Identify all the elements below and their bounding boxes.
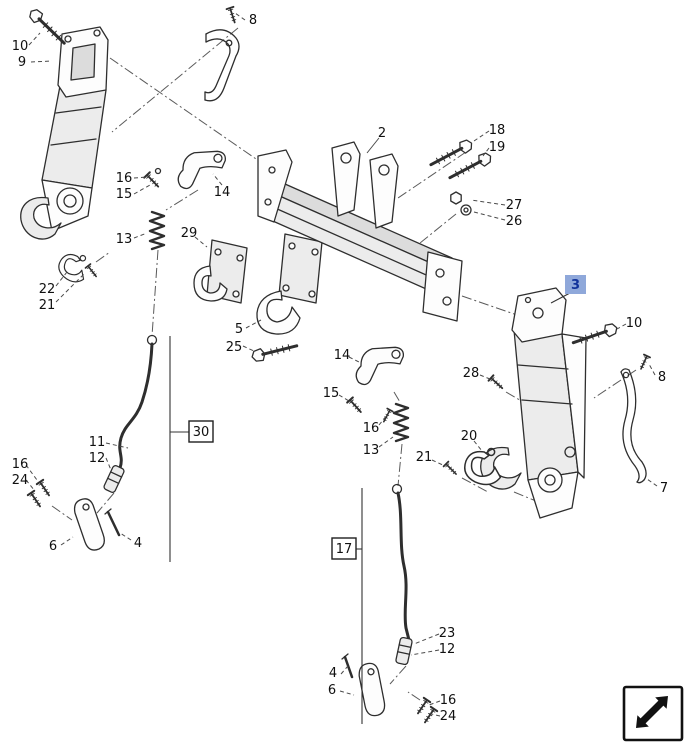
part-22-hook — [54, 248, 92, 286]
callout-30-group[interactable]: 30 — [188, 420, 214, 443]
part-4-pin-center — [341, 653, 354, 679]
corner-nav-button[interactable] — [622, 685, 684, 742]
callout-15-center[interactable]: 15 — [323, 386, 340, 401]
callout-21-left[interactable]: 21 — [39, 298, 56, 313]
callout-13-center[interactable]: 13 — [363, 443, 380, 458]
callout-26[interactable]: 26 — [506, 214, 523, 229]
callout-8-top[interactable]: 8 — [249, 13, 257, 28]
callout-21-right[interactable]: 21 — [416, 450, 433, 465]
group-17-bracket-line — [356, 488, 363, 724]
callout-24-bottom-left[interactable]: 24 — [12, 473, 29, 488]
callouts: 10 9 8 16 15 14 13 29 22 21 2 18 19 27 2… — [12, 13, 668, 724]
callout-6-left[interactable]: 6 — [49, 539, 57, 554]
part-21-screw-left — [84, 263, 100, 280]
part-8-bolt-top — [225, 5, 240, 25]
callout-16-bottom-center[interactable]: 16 — [440, 693, 457, 708]
callout-19[interactable]: 19 — [489, 140, 506, 155]
callout-8-right[interactable]: 8 — [658, 370, 666, 385]
callout-14-center[interactable]: 14 — [334, 348, 351, 363]
part-16-24-screws-left — [26, 478, 54, 510]
leader-lines — [25, 12, 658, 717]
part-14-lever-center — [352, 344, 407, 386]
callout-10-right[interactable]: 10 — [626, 316, 643, 331]
part-26-27-nut-washer — [450, 191, 472, 216]
callout-30-label: 30 — [193, 425, 210, 440]
part-5-hook — [256, 233, 323, 335]
callout-18[interactable]: 18 — [489, 123, 506, 138]
part-3-lift-bracket — [480, 287, 587, 519]
part-16-screw-center — [380, 407, 394, 425]
callout-17-group[interactable]: 17 — [331, 537, 357, 560]
part-7-rod-right — [620, 368, 647, 484]
callout-7[interactable]: 7 — [660, 481, 668, 496]
callout-16-bottom-left[interactable]: 16 — [12, 457, 29, 472]
part-13-spring-center — [392, 402, 410, 443]
part-6-lever-center — [352, 661, 391, 718]
diagonal-double-arrow-icon — [636, 696, 668, 728]
callout-12-center[interactable]: 12 — [439, 642, 456, 657]
part-15-screw-center — [346, 396, 365, 416]
part-7-strap-top — [204, 29, 240, 102]
part-11-rod — [114, 334, 158, 481]
callout-4-left[interactable]: 4 — [134, 536, 142, 551]
part-28-screw — [487, 374, 506, 392]
callout-2[interactable]: 2 — [378, 126, 386, 141]
part-10-bolt-left — [25, 5, 70, 49]
callout-15-upper[interactable]: 15 — [116, 187, 133, 202]
callout-16-upper[interactable]: 16 — [116, 171, 133, 186]
part-18-19-bolts — [426, 136, 495, 185]
part-25-bolt — [249, 338, 300, 365]
callout-6-center[interactable]: 6 — [328, 683, 336, 698]
part-13-spring-upper — [148, 210, 166, 251]
callout-28[interactable]: 28 — [463, 366, 480, 381]
callout-25[interactable]: 25 — [226, 340, 243, 355]
callout-17-label: 17 — [336, 542, 353, 557]
callout-10-left[interactable]: 10 — [12, 39, 29, 54]
callout-5[interactable]: 5 — [235, 322, 243, 337]
callout-3-selected[interactable]: 3 — [550, 275, 586, 304]
part-4-pin-left — [104, 508, 121, 537]
callout-22[interactable]: 22 — [39, 282, 56, 297]
callout-29[interactable]: 29 — [181, 226, 198, 241]
callout-23[interactable]: 23 — [439, 626, 456, 641]
part-12-coupler-left — [103, 465, 125, 493]
part-23-rod — [391, 483, 411, 642]
callout-16-center[interactable]: 16 — [363, 421, 380, 436]
callout-27[interactable]: 27 — [506, 198, 523, 213]
part-2-crossbar — [257, 141, 463, 322]
part-16-24-screws-center — [413, 696, 439, 726]
part-6-lever-left — [73, 498, 105, 551]
group-30-bracket-line — [169, 336, 189, 562]
part-29-hook-bracket — [193, 239, 248, 304]
callout-20[interactable]: 20 — [461, 429, 478, 444]
callout-9[interactable]: 9 — [18, 55, 26, 70]
callout-4-center[interactable]: 4 — [329, 666, 337, 681]
part-12-coupler-center — [395, 636, 413, 666]
part-8-bolt-right — [637, 353, 651, 372]
callout-24-bottom-center[interactable]: 24 — [440, 709, 457, 724]
part-15-16-fasteners-upper — [143, 167, 162, 191]
callout-11[interactable]: 11 — [89, 435, 106, 450]
callout-3-label: 3 — [571, 278, 580, 293]
callout-14-upper[interactable]: 14 — [214, 185, 231, 200]
part-21-screw-right — [442, 460, 460, 478]
callout-13-upper[interactable]: 13 — [116, 232, 133, 247]
callout-12-left[interactable]: 12 — [89, 451, 106, 466]
part-9-lift-bracket — [20, 26, 109, 240]
